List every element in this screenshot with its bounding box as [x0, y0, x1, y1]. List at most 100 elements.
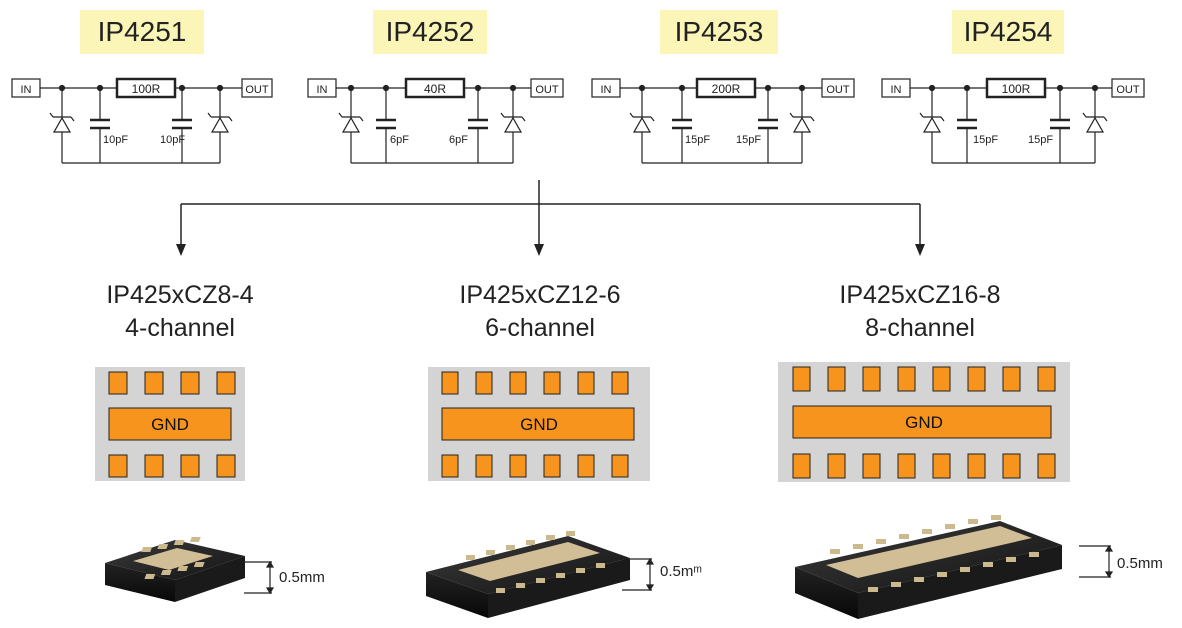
out-label: OUT	[826, 84, 850, 96]
bottom-pad	[441, 454, 459, 478]
top-pad	[543, 371, 561, 395]
chip-gnd-strip	[458, 542, 600, 581]
bottom-pad	[1002, 453, 1021, 479]
gnd-pad	[108, 407, 232, 441]
chip-gnd-strip	[826, 526, 1032, 578]
gnd-label: GND	[520, 415, 558, 434]
bottom-pad	[897, 453, 916, 479]
cap-right-label: 15pF	[736, 134, 761, 146]
resistor-label: 40R	[424, 82, 446, 96]
bottom-pad	[509, 454, 527, 478]
top-pad	[932, 366, 951, 392]
circuit-drawing	[307, 77, 564, 164]
pad-row-bottom	[441, 454, 629, 478]
height-indicator-6ch	[622, 557, 655, 592]
variant-6ch-title: IP425xCZ12-6 6-channel	[405, 279, 675, 345]
variant-4ch-title: IP425xCZ8-4 4-channel	[60, 279, 300, 345]
top-pad	[144, 371, 164, 395]
height-label-4ch: 0.5mm	[279, 569, 325, 586]
bottom-pad	[216, 454, 236, 478]
pad-row-bottom	[792, 453, 1056, 479]
footprint-4ch: GND	[95, 367, 245, 481]
bottom-pad	[967, 453, 986, 479]
bottom-pad	[827, 453, 846, 479]
branch-arrows	[176, 180, 925, 256]
cap-left-label: 15pF	[973, 134, 998, 146]
gnd-label: GND	[905, 413, 943, 432]
height-indicator-4ch	[244, 560, 275, 595]
arrow-head-left	[176, 244, 186, 256]
chip-pads	[466, 531, 605, 593]
top-pad	[475, 371, 493, 395]
cap-right-label: 6pF	[449, 134, 468, 146]
circuit-drawing	[591, 77, 855, 164]
gnd-pad	[441, 407, 635, 441]
chip-pads	[141, 537, 205, 579]
resistor-label: 100R	[132, 82, 161, 96]
circuit-drawing	[11, 77, 273, 164]
part-title-ip4252: IP4252	[373, 10, 487, 54]
height-label-8ch: 0.5mm	[1117, 555, 1163, 572]
gnd-pad	[792, 405, 1052, 439]
pad-row-top	[108, 371, 236, 395]
top-pad	[509, 371, 527, 395]
out-label: OUT	[245, 84, 269, 96]
circuit-ip4254: IN 100R OUT 15pF 15pF	[881, 77, 1145, 164]
top-pad	[967, 366, 986, 392]
part-title-ip4251: IP4251	[80, 10, 204, 54]
out-label: OUT	[1116, 84, 1140, 96]
bottom-pad	[475, 454, 493, 478]
variant-part-number: IP425xCZ16-8	[839, 281, 1001, 309]
bottom-pad	[932, 453, 951, 479]
bottom-pad	[108, 454, 128, 478]
variant-channels: 8-channel	[865, 314, 975, 342]
height-label-6ch: 0.5mᵐ	[660, 563, 702, 580]
variant-part-number: IP425xCZ12-6	[459, 281, 621, 309]
height-indicator-8ch	[1079, 544, 1114, 579]
circuit-drawing	[881, 77, 1145, 164]
bottom-pad	[611, 454, 629, 478]
part-title-ip4254: IP4254	[952, 10, 1064, 54]
pad-row-top	[441, 371, 629, 395]
variant-channels: 4-channel	[125, 314, 235, 342]
circuit-ip4251: IN 100R OUT 10pF 10pF	[11, 77, 273, 164]
chip-photo-4ch	[105, 537, 245, 602]
cap-right-label: 10pF	[160, 134, 185, 146]
chip-photo-6ch	[426, 531, 630, 618]
circuit-ip4253: IN 200R OUT 15pF 15pF	[591, 77, 855, 164]
bottom-pad	[543, 454, 561, 478]
top-pad	[441, 371, 459, 395]
in-label: IN	[21, 84, 32, 96]
gnd-label: GND	[151, 415, 189, 434]
resistor-label: 100R	[1002, 82, 1031, 96]
arrow-head-center	[534, 244, 544, 256]
top-pad	[577, 371, 595, 395]
cap-left-label: 15pF	[685, 134, 710, 146]
pad-row-top	[792, 366, 1056, 392]
out-label: OUT	[535, 84, 559, 96]
bottom-pad	[862, 453, 881, 479]
top-pad	[862, 366, 881, 392]
bottom-pad	[1037, 453, 1056, 479]
bottom-pad	[180, 454, 200, 478]
top-pad	[1002, 366, 1021, 392]
in-label: IN	[317, 84, 328, 96]
cap-left-label: 6pF	[390, 134, 409, 146]
cap-right-label: 15pF	[1028, 134, 1053, 146]
part-title-ip4253: IP4253	[660, 10, 778, 54]
chip-photo-8ch	[795, 515, 1062, 619]
top-pad	[897, 366, 916, 392]
footprint-6ch: GND	[428, 367, 650, 481]
in-label: IN	[891, 84, 902, 96]
top-pad	[792, 366, 811, 392]
bottom-pad	[144, 454, 164, 478]
in-label: IN	[601, 84, 612, 96]
chip-gnd-strip	[133, 548, 213, 570]
variant-8ch-title: IP425xCZ16-8 8-channel	[780, 279, 1060, 345]
bottom-pad	[577, 454, 595, 478]
footprint-8ch: GND	[778, 362, 1070, 482]
top-pad	[108, 371, 128, 395]
bottom-pad	[792, 453, 811, 479]
top-pad	[216, 371, 236, 395]
variant-channels: 6-channel	[485, 314, 595, 342]
